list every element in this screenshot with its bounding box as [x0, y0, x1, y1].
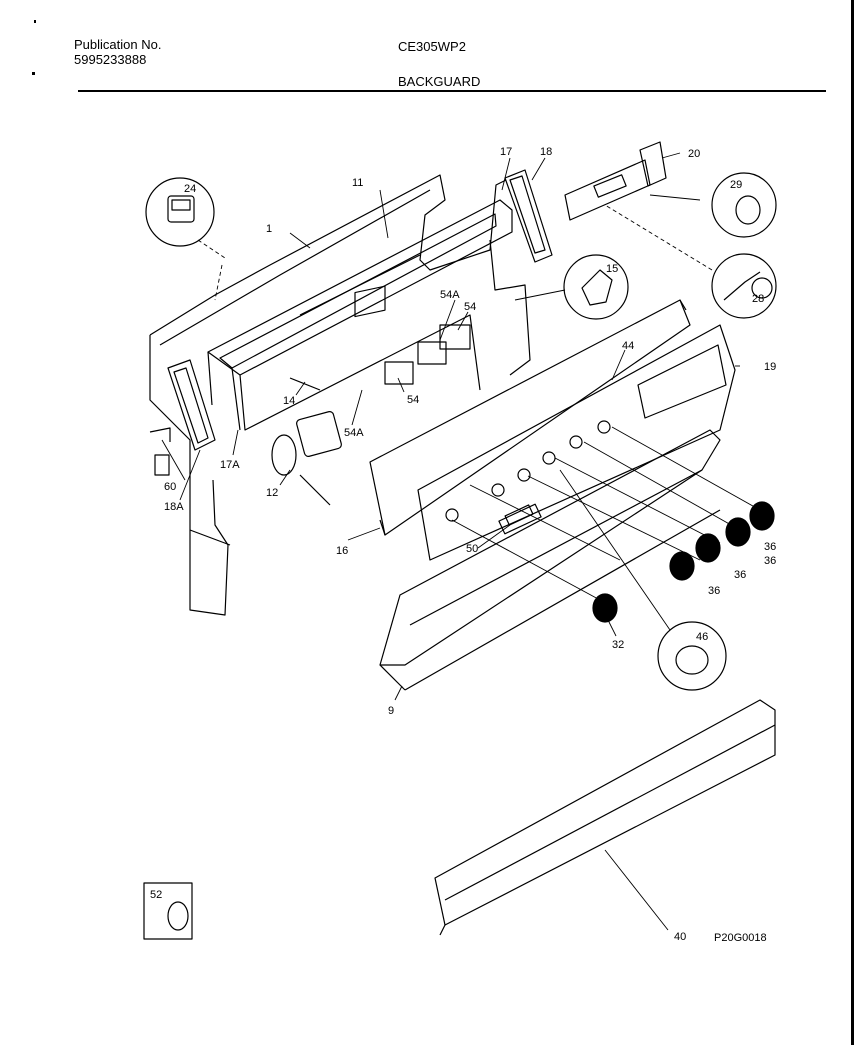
- publication-number: 5995233888: [74, 52, 147, 67]
- callout-labels: 1 11 17 18 20 24 29 15 28 54A 54 44 19 1…: [150, 146, 776, 943]
- knob-icon: [675, 645, 709, 675]
- callout-circle-46: [657, 621, 727, 691]
- callout-label-14: 14: [283, 395, 295, 407]
- callout-label-46: 46: [696, 631, 708, 643]
- control-panel-plate-part: [369, 299, 691, 536]
- infinite-switch-part: [271, 411, 342, 506]
- rod-part: [289, 377, 321, 391]
- scan-speck: [32, 72, 35, 75]
- callout-label-19: 19: [764, 361, 776, 373]
- bracket-icon: [581, 269, 613, 306]
- section-title: BACKGUARD: [398, 74, 481, 89]
- callout-label-20: 20: [688, 148, 700, 160]
- callout-label-36-a: 36: [764, 541, 776, 553]
- diagram-reference-code: P20G0018: [714, 932, 767, 944]
- screw-part: [149, 427, 171, 442]
- clip-part: [154, 454, 170, 476]
- end-cap-part: [167, 169, 553, 451]
- scan-speck: [34, 20, 36, 23]
- header-rule: [78, 90, 826, 92]
- callout-circle-29: [711, 172, 777, 238]
- callout-label-18: 18: [540, 146, 552, 158]
- callout-label-15: 15: [606, 263, 618, 275]
- shaft-icon: [723, 271, 761, 301]
- lower-trim-part: [379, 429, 721, 691]
- callout-label-28: 28: [752, 293, 764, 305]
- callout-label-54A: 54A: [440, 289, 460, 301]
- callout-label-50: 50: [466, 543, 478, 555]
- callout-label-54-lower: 54: [407, 394, 419, 406]
- callout-label-29: 29: [730, 179, 742, 191]
- callout-label-18A: 18A: [164, 501, 184, 513]
- publication-label: Publication No.: [74, 37, 162, 52]
- callout-label-54: 54: [464, 301, 476, 313]
- callout-label-17A: 17A: [220, 459, 240, 471]
- callout-label-12: 12: [266, 487, 278, 499]
- callout-circle-28: [711, 253, 777, 319]
- callout-circle-15: [563, 254, 629, 320]
- callout-label-36-b: 36: [764, 555, 776, 567]
- callout-label-36-c: 36: [734, 569, 746, 581]
- backguard-panel-part: [149, 174, 507, 616]
- clock-knob-icon: [167, 901, 189, 931]
- callout-label-24: 24: [184, 183, 196, 195]
- indicator-part: [504, 504, 534, 526]
- knob-icon: [735, 195, 761, 225]
- switch-housing-part: [354, 285, 471, 385]
- knob-icon: [751, 277, 773, 299]
- control-knobs: [592, 501, 775, 623]
- right-bracket-part: [489, 239, 531, 376]
- model-number: CE305WP2: [398, 39, 466, 54]
- callout-label-40: 40: [674, 931, 686, 943]
- bottom-trim-part: [434, 699, 776, 936]
- front-panel-part: [417, 324, 736, 561]
- callout-circle-24: [145, 177, 215, 247]
- clock-part: [564, 141, 667, 221]
- callout-label-17: 17: [500, 146, 512, 158]
- callout-label-44: 44: [622, 340, 634, 352]
- callout-label-52: 52: [150, 889, 162, 901]
- rocker-switch-icon: [171, 199, 191, 211]
- callout-label-54A-lower: 54A: [344, 427, 364, 439]
- rocker-switch-icon: [167, 195, 195, 223]
- callout-label-1: 1: [266, 223, 272, 235]
- callout-box-52: [143, 882, 193, 940]
- trim-frame-part: [207, 199, 513, 431]
- callout-label-36-d: 36: [708, 585, 720, 597]
- callout-label-60: 60: [164, 481, 176, 493]
- callout-label-9: 9: [388, 705, 394, 717]
- callout-label-11: 11: [352, 177, 363, 189]
- callout-label-16: 16: [336, 545, 348, 557]
- callout-label-32: 32: [612, 639, 624, 651]
